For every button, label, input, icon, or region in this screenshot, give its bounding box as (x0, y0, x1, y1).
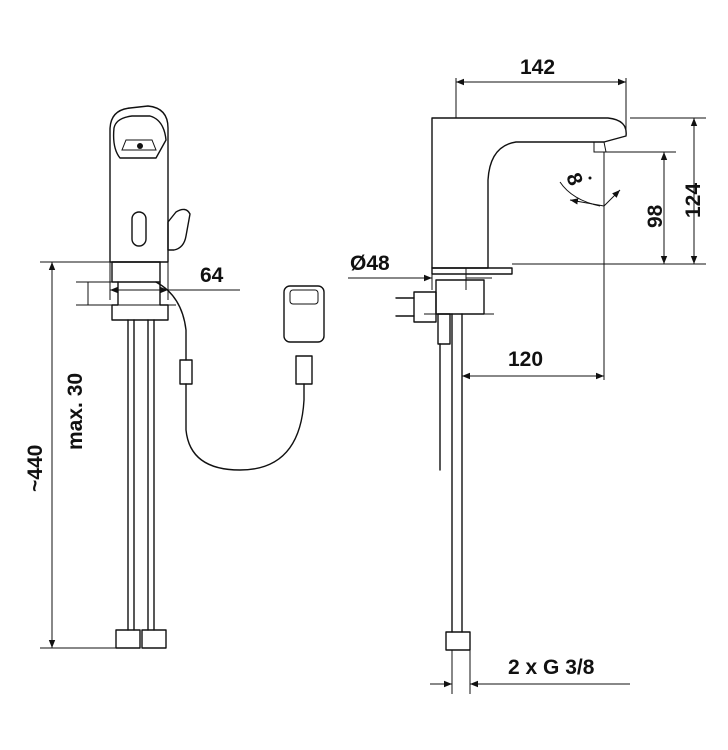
angle-pivot (588, 176, 592, 180)
dim-body-diameter: Ø48 (350, 252, 390, 275)
side-faucet-body (431, 117, 627, 269)
front-hose-nut-right (141, 629, 167, 649)
dim-angle: 8 (561, 170, 587, 189)
dim-connection: 2 x G 3/8 (508, 656, 595, 679)
sensor-eye (131, 211, 147, 247)
power-supply (283, 285, 325, 343)
dim-lever-width: 64 (200, 264, 224, 287)
side-mount-nut (437, 313, 451, 345)
front-view: 64 max. 30 ~440 (24, 105, 325, 649)
front-faucet-body (109, 105, 169, 263)
side-base (431, 267, 513, 275)
side-hose-nut (445, 631, 471, 651)
sensor-cable-upper (155, 281, 187, 361)
front-base (111, 261, 161, 283)
front-lever (167, 208, 191, 251)
side-mount-bracket (435, 279, 485, 315)
power-plug-sleeve (295, 355, 313, 385)
dim-deck-thickness: max. 30 (64, 373, 87, 450)
dim-mount-reach: 120 (508, 348, 543, 371)
dim-spout-reach: 142 (520, 56, 555, 79)
sensor-cable-lower (185, 383, 305, 471)
aerator-dot (137, 143, 143, 149)
front-hose-nut-left (115, 629, 141, 649)
dim-hose-length: ~440 (24, 445, 47, 492)
power-supply-label (289, 289, 319, 305)
side-plug (413, 291, 437, 323)
spout-tip (593, 141, 607, 153)
front-outlet (121, 139, 157, 151)
dim-total-height: 124 (682, 183, 705, 218)
dim-spout-height: 98 (644, 204, 667, 228)
front-mount (111, 281, 169, 321)
side-view: 142 124 98 8 Ø48 120 2 x G 3/ (348, 56, 706, 694)
cable-connector (179, 359, 193, 385)
front-faucet-top (112, 115, 167, 159)
